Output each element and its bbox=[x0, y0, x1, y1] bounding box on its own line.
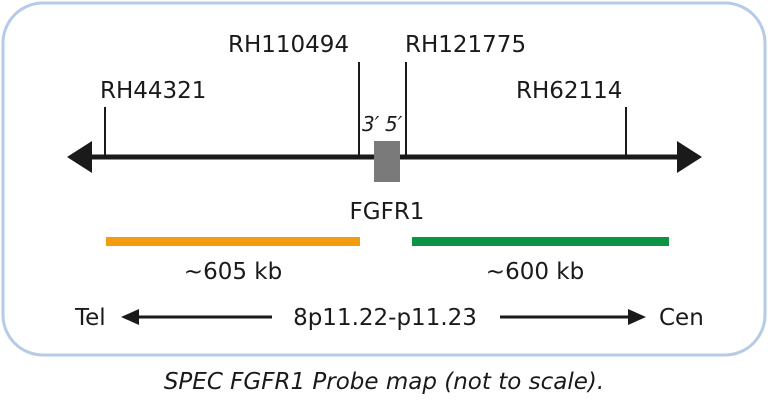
marker-label-rh110494: RH110494 bbox=[228, 32, 349, 58]
diagram-frame bbox=[1, 1, 767, 357]
region-label: 8p11.22-p11.23 bbox=[293, 305, 477, 331]
marker-label-rh62114: RH62114 bbox=[516, 78, 622, 104]
orientation-right-arrowhead bbox=[628, 309, 646, 325]
probe-size-left: ~605 kb bbox=[184, 259, 282, 285]
gene-3prime-label: 3′ bbox=[362, 112, 380, 136]
telomere-label: Tel bbox=[74, 305, 106, 331]
left-arrowhead bbox=[67, 141, 92, 173]
centromere-label: Cen bbox=[659, 305, 704, 331]
probe-size-right: ~600 kb bbox=[486, 259, 584, 285]
orientation-left-arrowhead bbox=[121, 309, 139, 325]
gene-label: FGFR1 bbox=[350, 199, 425, 225]
marker-label-rh44321: RH44321 bbox=[100, 78, 206, 104]
probe-bar-left bbox=[106, 237, 360, 246]
figure-caption: SPEC FGFR1 Probe map (not to scale). bbox=[164, 369, 604, 395]
probe-bar-right bbox=[412, 237, 669, 246]
fgfr1-gene-block bbox=[374, 141, 400, 182]
marker-label-rh121775: RH121775 bbox=[405, 32, 526, 58]
right-arrowhead bbox=[677, 141, 702, 173]
gene-5prime-label: 5′ bbox=[385, 112, 403, 136]
